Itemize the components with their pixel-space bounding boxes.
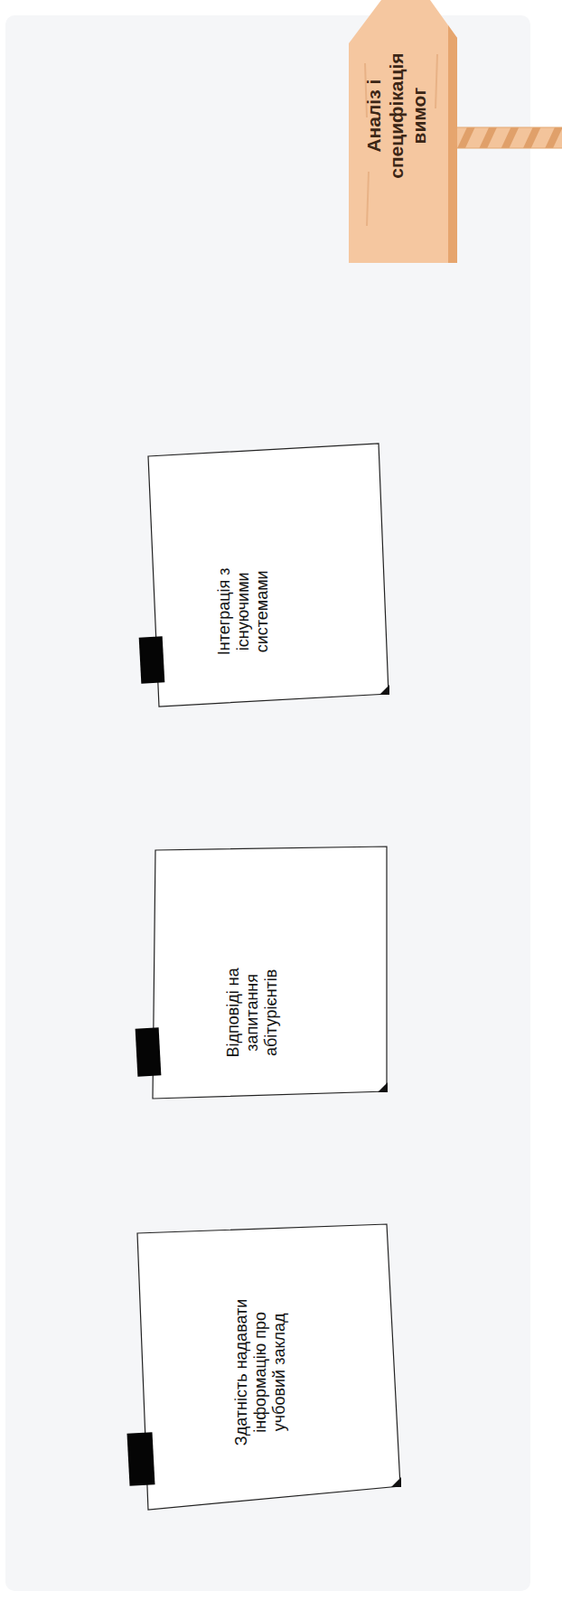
sticky-note: Інтеграція з існуючими системами: [148, 443, 389, 707]
sign-face: [348, 0, 458, 263]
note-paper: [148, 443, 389, 707]
folded-corner: [391, 1477, 402, 1488]
folded-corner: [377, 1082, 388, 1093]
pole-edge: [451, 127, 562, 129]
note-text: Інтеграція з існуючими системами: [215, 543, 274, 680]
folded-corner: [379, 684, 390, 695]
tape: [135, 1027, 162, 1077]
note-paper: [152, 846, 387, 1099]
tape: [139, 636, 166, 684]
note-text: Здатність надавати інформацію про учбови…: [232, 1289, 291, 1457]
sign-title: Аналіз і специфікація вимог: [364, 37, 431, 196]
sticky-note: Здатність надавати інформацію про учбови…: [137, 1224, 401, 1510]
sticky-note: Відповіді на запитання абітурієнтів: [152, 846, 387, 1099]
panel: [5, 15, 531, 1592]
sign-pole: [451, 127, 562, 149]
tape: [127, 1432, 156, 1486]
signpost: Аналіз і специфікація вимог: [346, 0, 459, 263]
sign-edge: [448, 25, 458, 263]
note-text: Відповіді на запитання абітурієнтів: [224, 945, 283, 1081]
note-paper: [137, 1224, 401, 1510]
pole-edge: [451, 148, 562, 150]
